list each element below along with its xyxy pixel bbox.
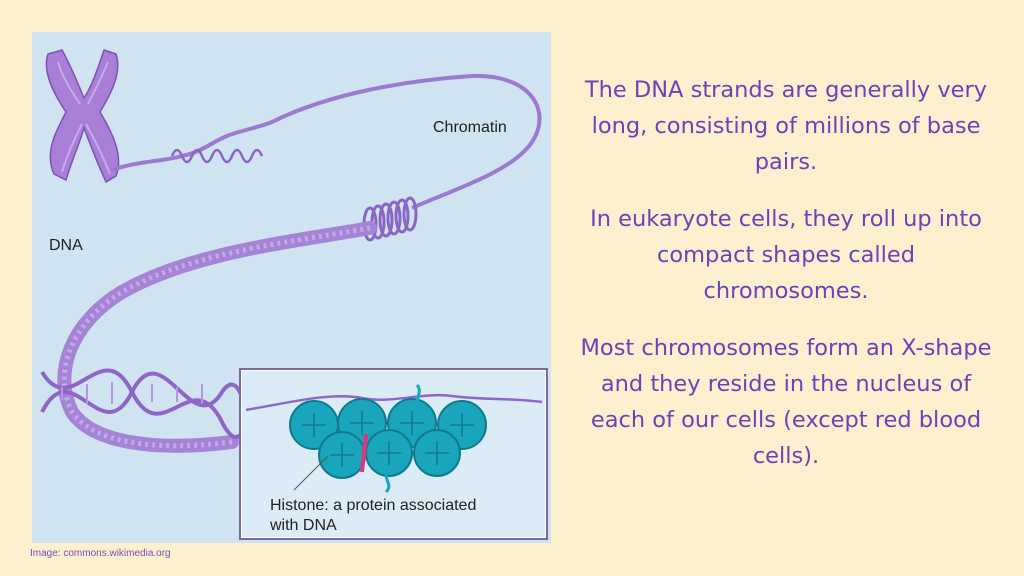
histone-inset: [239, 368, 548, 540]
chromatin-label: Chromatin: [433, 119, 507, 136]
chromatin-coils: [170, 148, 264, 164]
histone-label: Histone: a protein associated with DNA: [270, 497, 477, 534]
dna-illustration: Chromatin DNA Histone: a protein associa…: [32, 32, 551, 543]
paragraph-chromosomes: In eukaryote cells, they roll up into co…: [590, 206, 982, 304]
dna-diagram-svg: [40, 49, 548, 540]
image-credit: Image: commons.wikimedia.org: [30, 548, 171, 559]
dna-label: DNA: [49, 237, 83, 254]
explanation-text: The DNA strands are generally very long,…: [578, 72, 994, 495]
chromatin-thread: [111, 73, 542, 210]
chromosome-icon: [45, 49, 120, 184]
paragraph-x-shape: Most chromosomes form an X-shape and the…: [580, 335, 992, 469]
paragraph-dna-length: The DNA strands are generally very long,…: [584, 77, 988, 175]
